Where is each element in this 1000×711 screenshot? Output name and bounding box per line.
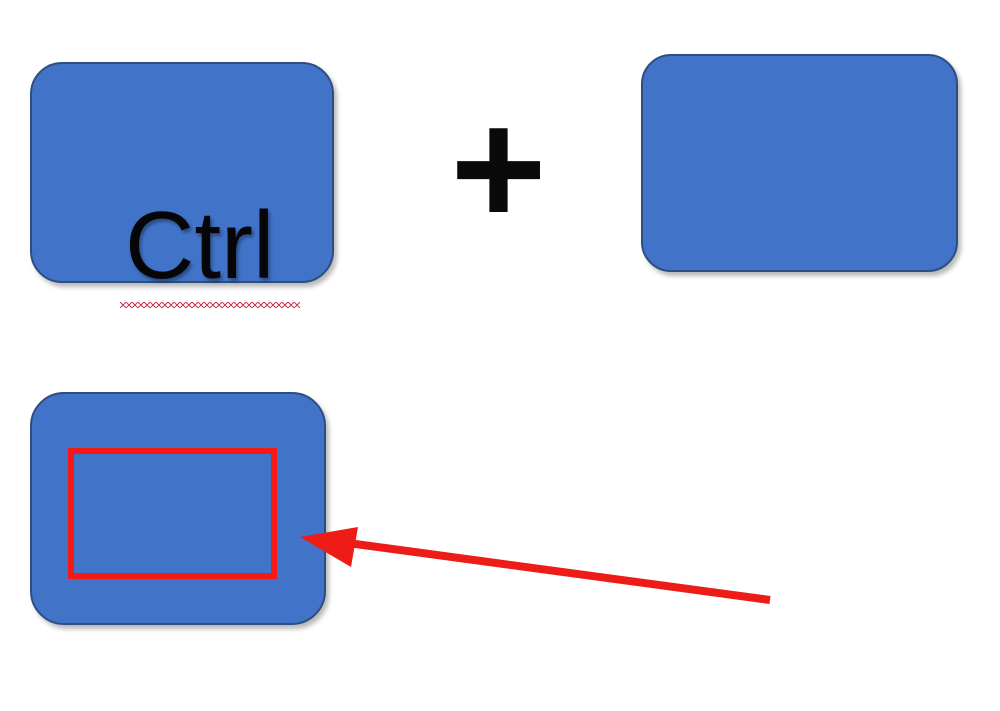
- plus-separator: +: [450, 76, 547, 260]
- key-p[interactable]: P: [641, 54, 958, 272]
- highlight-box: [68, 448, 277, 579]
- key-ctrl-top[interactable]: Ctrl: [30, 62, 334, 308]
- arrow-shaft: [347, 539, 771, 604]
- spellcheck-underline-icon: [120, 302, 300, 308]
- key-ctrl-top-label: Ctrl: [125, 192, 275, 299]
